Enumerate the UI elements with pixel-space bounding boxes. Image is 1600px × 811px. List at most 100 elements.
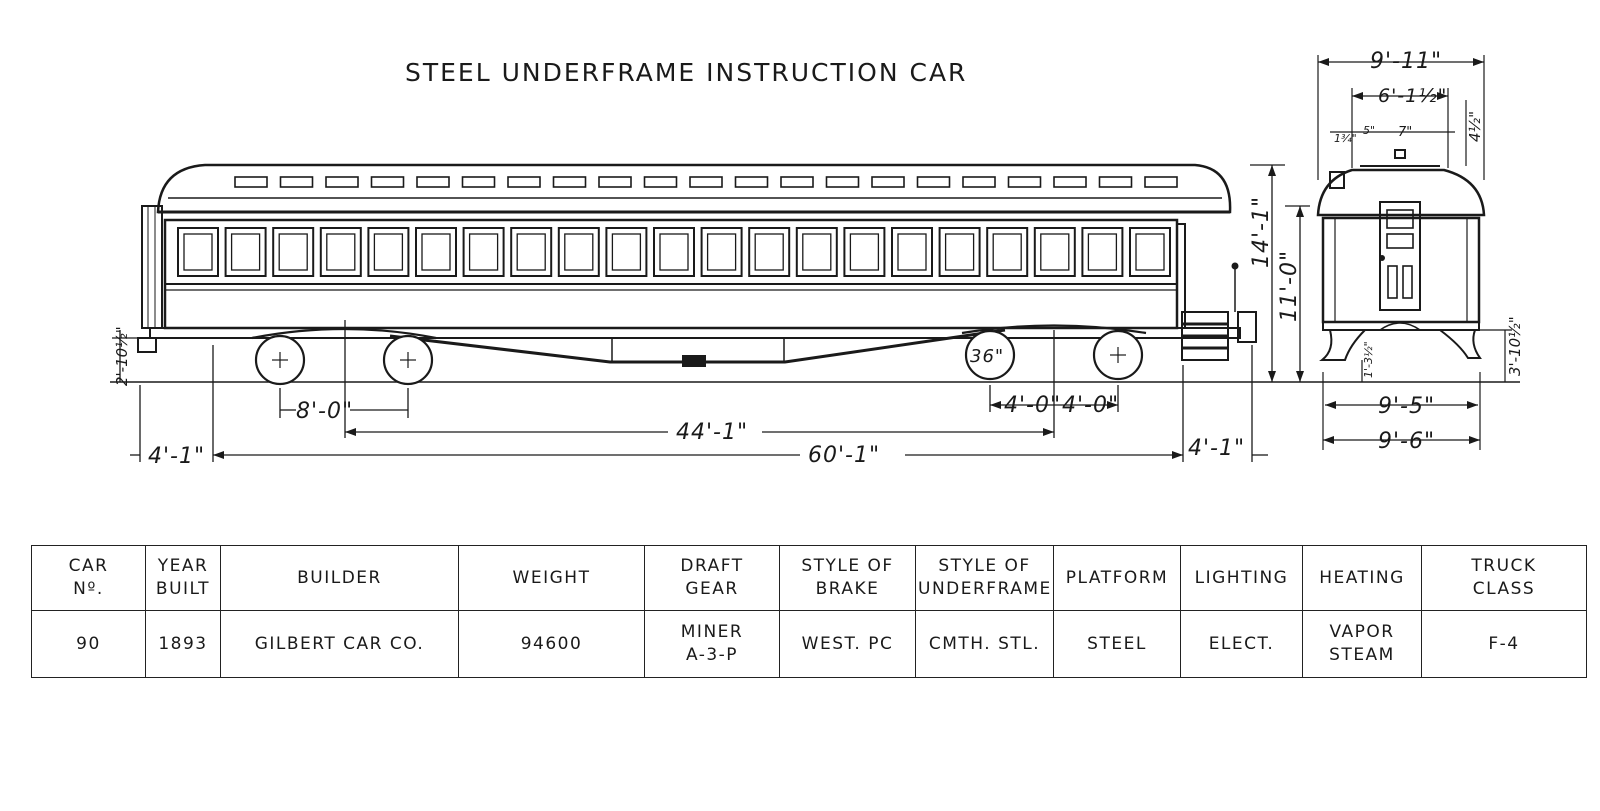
body-window (891, 227, 933, 277)
clerestory-window (871, 176, 905, 188)
cell-line: BUILDER (297, 567, 382, 588)
cell-line: CLASS (1472, 579, 1536, 599)
cell-line: STYLE OF (938, 556, 1031, 576)
clerestory-window (325, 176, 359, 188)
dim-truck-wheelbase: 8'-0" (296, 399, 353, 424)
table-cell: TRUCK CLASS (1421, 545, 1587, 611)
body-window (510, 227, 553, 277)
table-cell: PLATFORM (1053, 545, 1181, 611)
cell-line: WEST. PC (801, 633, 894, 654)
body-window (462, 227, 505, 277)
end-platform (1322, 321, 1480, 331)
dim-platform-right: 4'-1" (1188, 436, 1245, 461)
drawing-title: STEEL UNDERFRAME INSTRUCTION CAR (405, 58, 968, 87)
clerestory-window (507, 176, 541, 188)
right-coupler (1237, 311, 1257, 343)
window-pane (1087, 233, 1118, 271)
clerestory-window (552, 176, 587, 188)
clerestory-window (1098, 176, 1133, 188)
body-window (700, 227, 743, 277)
clerestory-window (962, 176, 996, 188)
cell-line: 1893 (158, 633, 208, 654)
dim-width-overall: 9'-11" (1370, 49, 1442, 74)
cell-line: STYLE OF (801, 556, 894, 576)
table-cell: WEIGHT (458, 545, 645, 611)
clerestory-windows (234, 176, 1178, 188)
dim-truck-half-left: 4'-0" (1004, 393, 1061, 418)
table-cell: 94600 (458, 610, 645, 678)
roof-outline (156, 163, 1232, 214)
dim-width-eave: 9'-6" (1378, 429, 1435, 454)
window-pane (706, 233, 737, 271)
table-cell: HEATING (1302, 545, 1422, 611)
cell-line: HEATING (1319, 567, 1405, 588)
clerestory-window (416, 176, 450, 188)
left-coupler (137, 337, 157, 353)
cell-line: GILBERT CAR CO. (254, 633, 425, 654)
window-pane (183, 233, 213, 271)
body-window (1081, 227, 1124, 277)
dim-truck-height: 3'-10½" (1506, 316, 1524, 376)
body-window (177, 227, 219, 277)
dim-coupler-height: 2'-10½" (113, 326, 131, 386)
clerestory-window (370, 176, 405, 188)
cell-line: DRAFT (680, 556, 744, 576)
window-pane (659, 233, 689, 271)
dim-wheel-diameter: 36" (970, 346, 1004, 367)
table-cell: ELECT. (1180, 610, 1303, 678)
table-cell: LIGHTING (1180, 545, 1303, 611)
end-elevation: 9'-11" 6'-1½" 1¾" 5" 7" 4½" 1'-3½" 3'-10… (1316, 49, 1524, 454)
left-end-door (141, 205, 163, 329)
table-cell: F-4 (1421, 610, 1587, 678)
body-window (557, 227, 600, 277)
cell-line: VAPOR (1329, 622, 1395, 642)
window-pane (1040, 233, 1070, 271)
side-elevation: 4'-1" 60'-1" 4'-1" 44'-1" 8'-0" 4'-0" 4'… (110, 163, 1520, 469)
window-pane (611, 233, 642, 271)
window-pane (373, 233, 404, 271)
body-window (795, 227, 838, 277)
window-pane (754, 233, 784, 271)
dim-truck-centers: 44'-1" (676, 420, 748, 445)
cell-line: 90 (76, 633, 101, 654)
cell-line: ELECT. (1208, 633, 1275, 654)
clerestory-window (734, 176, 769, 188)
cell-line: TRUCK (1471, 556, 1537, 576)
clerestory-window (780, 176, 814, 188)
dim-length-body: 60'-1" (808, 443, 880, 468)
cell-line: PLATFORM (1065, 567, 1169, 588)
clerestory-window (1007, 176, 1042, 188)
body-window (986, 227, 1029, 277)
cell-line: STEEL (1087, 633, 1147, 654)
clerestory-window (461, 176, 496, 188)
dim-width-roof: 6'-1½" (1378, 85, 1447, 107)
window-pane (1135, 233, 1165, 271)
dim-height-body: 11'-0" (1277, 250, 1302, 322)
clerestory-window (234, 176, 268, 188)
cell-line: CMTH. STL. (928, 633, 1041, 654)
window-pane (468, 233, 499, 271)
body-window (748, 227, 791, 277)
clerestory-window (1053, 176, 1087, 188)
dim-roof-small-b: 5" (1363, 124, 1375, 137)
window-pane (421, 233, 451, 271)
dim-roof-small-a: 1¾" (1334, 132, 1357, 145)
clerestory-window (1144, 176, 1178, 188)
body-window (1129, 227, 1171, 277)
dim-roof-rise: 4½" (1466, 111, 1484, 142)
cell-line: UNDERFRAME (918, 579, 1052, 599)
dim-step-height: 1'-3½" (1362, 341, 1375, 378)
cell-line: GEAR (685, 579, 739, 599)
table-cell: BUILDER (220, 545, 459, 611)
dim-truck-half-right: 4'-0" (1062, 393, 1119, 418)
window-pane (849, 233, 880, 271)
body-window (653, 227, 695, 277)
window-pane (326, 233, 356, 271)
cell-line: LIGHTING (1194, 567, 1289, 588)
